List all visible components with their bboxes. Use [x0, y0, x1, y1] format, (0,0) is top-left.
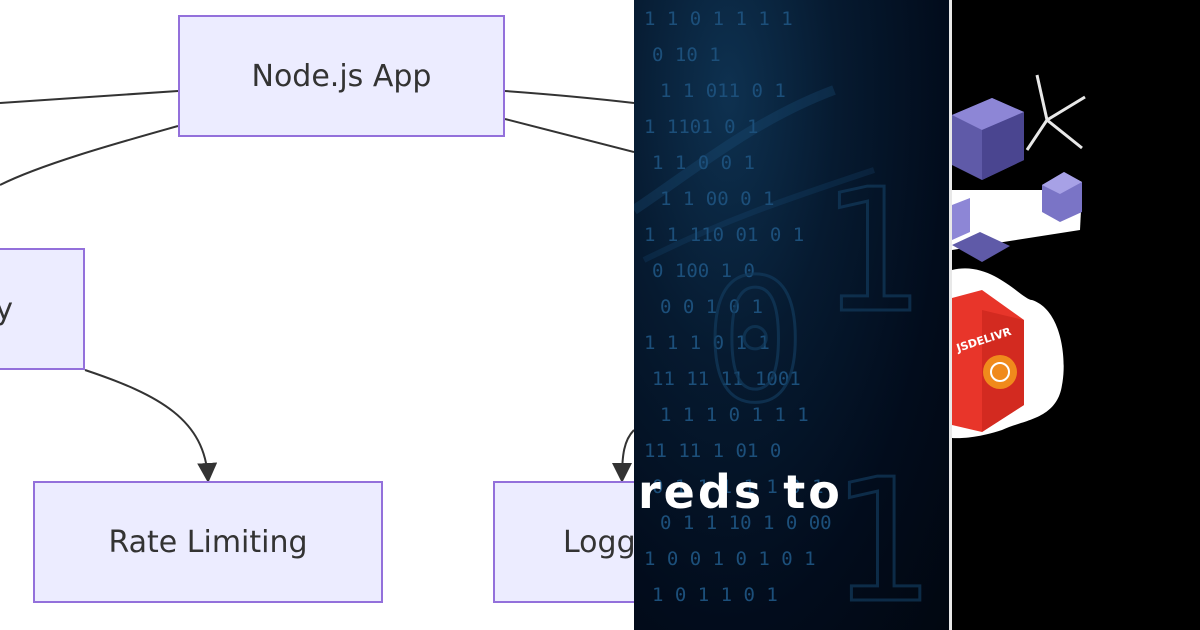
node-app: Node.js App [178, 15, 505, 137]
node-rate-limiting: Rate Limiting [33, 481, 383, 603]
binary-row: 1 0 1 1 0 1 [652, 584, 778, 606]
illustration-panel: JSDELIVR [952, 0, 1200, 630]
binary-row: 0 1 1 1 1 1 0 1 [652, 476, 824, 498]
edge-to-logging [612, 429, 634, 483]
binary-row: 1 1 00 0 1 [660, 188, 774, 210]
binary-row: 0 100 1 0 [652, 260, 755, 282]
node-logging-label: Logg [563, 524, 634, 560]
binary-row: 1 0 0 1 0 1 0 1 [644, 548, 816, 570]
diagram-edges [0, 90, 634, 483]
node-rate-limiting-label: Rate Limiting [108, 524, 308, 560]
tile-icon [952, 232, 1010, 262]
large-glyph-one: 1 [819, 153, 921, 351]
node-left-partial: y [0, 248, 85, 370]
binary-row: 1 1 0 1 1 1 1 [644, 8, 793, 30]
hero-panel: 1 1 0 1 1 1 1 0 10 1 1 1 011 0 1 1 1101 0… [634, 0, 949, 630]
node-logging: Logg [493, 481, 634, 603]
diagram-panel: Node.js App y Rate Limiting Logg [0, 0, 634, 630]
binary-row: 0 10 1 [652, 44, 721, 66]
edge-app-right-lower [504, 118, 634, 153]
cdn-illustration: JSDELIVR [952, 74, 1086, 439]
edge-app-right-upper [504, 90, 634, 104]
hero-headline: reds to [638, 465, 843, 519]
panel-divider [949, 0, 952, 630]
edge-left-rate [84, 369, 218, 483]
binary-row: 1 1 0 0 1 [652, 152, 755, 174]
binary-row: 1 1 110 01 0 1 [644, 224, 804, 246]
binary-row: 11 11 11 1001 [652, 368, 801, 390]
large-glyph-zero: 0 [704, 243, 806, 441]
binary-row: 1 1 011 0 1 [660, 80, 786, 102]
binary-row: 0 1 1 10 1 0 00 [660, 512, 832, 534]
binary-row: 1 1 1 0 1 1 [644, 332, 770, 354]
edge-app-left-lower [0, 125, 179, 186]
binary-row: 11 11 1 01 0 [644, 440, 781, 462]
node-left-label: y [0, 291, 13, 327]
edge-app-left-upper [0, 90, 179, 104]
binary-background: 1 1 0 1 1 1 1 0 10 1 1 1 011 0 1 1 1101 0… [634, 8, 933, 630]
node-app-label: Node.js App [251, 58, 432, 94]
binary-row: 1 1101 0 1 [644, 116, 758, 138]
binary-row: 1 1 1 0 1 1 1 [660, 404, 809, 426]
spark-icon [1025, 74, 1086, 151]
binary-row: 0 0 1 0 1 [660, 296, 763, 318]
large-glyph-one-lower: 1 [829, 443, 931, 630]
